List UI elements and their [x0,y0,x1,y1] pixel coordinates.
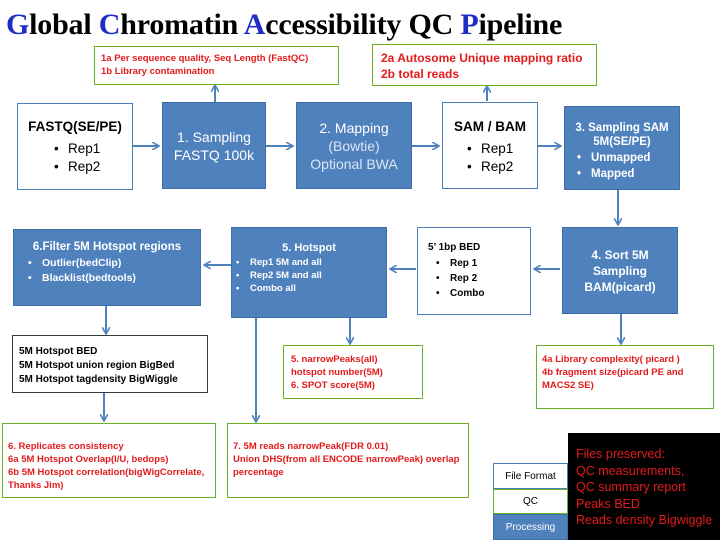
hotspot-title: 5. Hotspot [282,242,336,254]
qc-line: Union DHS(from all ENCODE narrowPeak) ov… [233,454,460,465]
qc-line: percentage [233,467,284,478]
qc-line: 4a Library complexity( picard ) [542,354,680,365]
qc-narrowpeak-box: 7. 5M reads narrowPeak(FDR 0.01) Union D… [227,423,469,498]
mapping-box: 2. Mapping (Bowtie) Optional BWA [296,102,412,189]
title-rest-a: ccessibility QC [265,8,461,41]
qc-line: 2b total reads [381,67,460,81]
files-preserved-box: Files preserved: QC measurements, QC sum… [568,433,720,540]
sampling-sam-title: 3. Sampling SAM 5M(SE/PE) [575,122,669,148]
hotspot-files-box: 5M Hotspot BED 5M Hotspot union region B… [12,335,208,393]
qc-hotspot-box: 5. narrowPeaks(all) hotspot number(5M) 6… [283,345,423,399]
fastq-title: FASTQ(SE/PE) [28,119,122,134]
title-rest-g: lobal [29,8,99,41]
sampling-sam-unmapped: Unmapped [577,150,679,166]
preserved-line: QC measurements, [576,463,685,478]
preserved-line: QC summary report [576,480,686,494]
hotspot-rep1: Rep1 5M and all [236,256,386,269]
filter-title: 6.Filter 5M Hotspot regions [32,241,182,253]
step-line: BAM(picard) [584,279,656,294]
legend-qc: QC [493,489,568,514]
legend-file-format-label: File Format [505,470,556,482]
qc-line: 5. narrowPeaks(all) [291,354,378,365]
step-line: Sampling [592,263,647,278]
legend-processing: Processing [493,514,568,540]
sam-bam-box: SAM / BAM Rep1 Rep2 [442,102,538,189]
qc-line: 6. SPOT score(5M) [291,380,375,391]
title-rest-c: hromatin [120,8,244,41]
qc-library-box: 4a Library complexity( picard ) 4b fragm… [536,345,714,409]
qc-line: 1b Library contamination [101,66,215,77]
file-line: 5M Hotspot tagdensity BigWiggle [19,374,178,385]
qc-fastqc-box: 1a Per sequence quality, Seq Length (Fas… [94,46,339,85]
step-line: 4. Sort 5M [591,247,649,262]
title-cap-p: P [460,8,479,41]
qc-line: 1a Per sequence quality, Seq Length (Fas… [101,53,309,64]
hotspot-combo: Combo all [236,282,386,295]
qc-line: hotspot number(5M) [291,367,383,378]
qc-line: 6a 5M Hotspot Overlap(I/U, bedops) [8,454,169,465]
title-rest-p: ipeline [478,8,563,41]
fastq-rep1: Rep1 [54,140,132,158]
sampling-sam-box: 3. Sampling SAM 5M(SE/PE) Unmapped Mappe… [564,106,680,190]
sambam-rep2: Rep2 [467,158,537,176]
sampling-fastq-box: 1. Sampling FASTQ 100k [162,102,266,189]
filter-outlier: Outlier(bedClip) [28,256,200,271]
qc-line: 4b fragment size(picard PE and [542,367,684,378]
legend-qc-label: QC [523,496,538,507]
preserved-line: Peaks BED [576,496,640,511]
step-line: FASTQ 100k [173,146,255,163]
filter-blacklist: Blacklist(bedtools) [28,271,200,286]
qc-replicates-box: 6. Replicates consistency 6a 5M Hotspot … [2,423,216,498]
sampling-sam-mapped: Mapped [577,166,679,182]
qc-line: 2a Autosome Unique mapping ratio [381,51,583,65]
step-line: Optional BWA [310,155,398,172]
qc-line: 6b 5M Hotspot correlation(bigWigCorrelat… [8,467,205,478]
step-line: 2. Mapping [319,119,389,136]
title-cap-c: C [98,8,121,41]
page-title: Global Chromatin Accessibility QC Pipeli… [6,8,562,42]
fastq-rep2: Rep2 [54,158,132,176]
file-line: 5M Hotspot union region BigBed [19,360,175,371]
sambam-rep1: Rep1 [467,140,537,158]
bed-title: 5’ 1bp BED [428,242,481,253]
bed-rep2: Rep 2 [436,271,530,286]
preserved-line: Files preserved: [576,447,665,461]
bed-rep1: Rep 1 [436,256,530,271]
step-line: 1. Sampling [177,128,251,145]
bed-1bp-box: 5’ 1bp BED Rep 1 Rep 2 Combo [417,227,531,315]
sort-sampling-box: 4. Sort 5M Sampling BAM(picard) [562,227,678,314]
preserved-line: Reads density Bigwiggle [576,513,713,527]
sambam-title: SAM / BAM [454,119,526,134]
fastq-input-box: FASTQ(SE/PE) Rep1 Rep2 [17,103,133,190]
title-cap-g: G [6,8,30,41]
qc-mapping-box: 2a Autosome Unique mapping ratio 2b tota… [372,44,597,86]
qc-line: 6. Replicates consistency [8,441,124,452]
title-cap-a: A [243,8,266,41]
hotspot-rep2: Rep2 5M and all [236,269,386,282]
file-line: 5M Hotspot BED [19,346,98,357]
legend-processing-label: Processing [505,521,556,533]
qc-line: 7. 5M reads narrowPeak(FDR 0.01) [233,441,389,452]
hotspot-box: 5. Hotspot Rep1 5M and all Rep2 5M and a… [231,227,387,318]
bed-combo: Combo [436,286,530,301]
step-line: (Bowtie) [328,137,380,154]
qc-line: Thanks Jim) [8,480,64,491]
filter-hotspot-box: 6.Filter 5M Hotspot regions Outlier(bedC… [13,229,201,306]
legend-file-format: File Format [493,463,568,489]
qc-line: MACS2 SE) [542,380,594,391]
